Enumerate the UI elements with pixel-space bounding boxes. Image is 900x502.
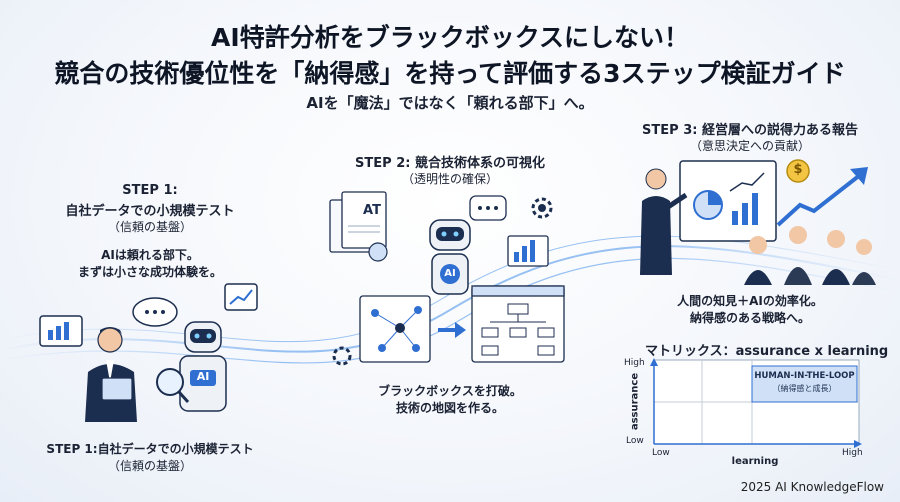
speech-bubble-icon [469, 195, 507, 221]
main-title-line2: 競合の技術優位性を「納得感」を持って評価する3ステップ検証ガイド [54, 59, 846, 88]
ai-robot-figure [156, 321, 227, 412]
arrow-up-icon [650, 358, 658, 366]
bar-chart-bubble-icon [39, 315, 83, 347]
tree-diagram-window [471, 285, 565, 363]
coin-symbol: $ [793, 162, 803, 177]
step2-text1: ブラックボックスを打破。 [378, 384, 522, 398]
subtitle: AIを「魔法」ではなく「頼れる部下」へ。 [306, 94, 594, 112]
magnifier-icon [156, 368, 184, 396]
step2-text2: 技術の地図を作る。 [395, 401, 504, 415]
step1-robot-badge: AI [196, 370, 210, 383]
matrix-grid [650, 358, 862, 448]
seal-icon [368, 242, 388, 262]
presenter-figure [640, 168, 688, 275]
businessman-figure [85, 327, 137, 422]
gear-icon [332, 346, 352, 366]
bar-chart-icon [507, 235, 549, 267]
step3-text2: 納得感のある戦略へ。 [689, 311, 810, 325]
step3-text1: 人間の知見＋AIの効率化。 [677, 294, 823, 308]
arrow-right-icon [854, 440, 862, 448]
matrix-x-high: High [842, 448, 863, 458]
matrix-highlight-label: HUMAN-IN-THE-LOOP [754, 371, 855, 381]
step1-text2: まずは小さな成功体験を。 [77, 265, 222, 279]
presentation-screen [679, 160, 777, 242]
step2-illustration [329, 191, 565, 366]
doc-label: AT [363, 203, 381, 218]
arrow-right-icon [438, 322, 466, 338]
step2-robot-badge: AI [444, 268, 456, 279]
audience-figures [744, 226, 876, 285]
patent-documents-icon [329, 191, 388, 262]
step1-bottom-sub: （信頼の基盤） [107, 459, 192, 473]
main-title-line1: AI特許分析をブラックボックスにしない！ [211, 23, 689, 52]
step3-sub: （意思決定への貢献） [689, 139, 810, 153]
matrix-y-low: Low [626, 436, 644, 446]
step1-illustration [39, 283, 258, 422]
matrix-x-label: learning [731, 456, 779, 467]
speech-bubble-icon [132, 297, 178, 327]
matrix-x-low: Low [652, 448, 670, 458]
matrix-y-label: assurance [629, 372, 641, 431]
matrix-title: マトリックス：assurance x learning [645, 344, 889, 359]
step1-bottom-title: STEP 1:自社データでの小規模テスト [46, 442, 254, 456]
gear-icon [531, 197, 553, 219]
step1-sub: （信頼の基盤） [107, 220, 192, 234]
growth-arrow-icon [776, 167, 868, 227]
step3-illustration [640, 159, 876, 285]
matrix-highlight-sub: （納得感と成長） [772, 384, 837, 393]
footer-credit: 2025 AI KnowledgeFlow [740, 480, 884, 494]
ai-robot-figure [429, 219, 471, 295]
step1-title: STEP 1: [122, 183, 178, 198]
step2-sub: （透明性の確保） [401, 172, 498, 186]
line-chart-bubble-icon [224, 283, 258, 311]
human-in-the-loop-cell [751, 365, 858, 403]
step2-title: STEP 2: 競合技術体系の可視化 [355, 156, 545, 171]
step1-name: 自社データでの小規模テスト [65, 204, 235, 219]
network-graph-panel [359, 295, 431, 363]
step1-text1: AIは頼れる部下。 [101, 248, 199, 262]
step3-title: STEP 3: 経営層への説得力ある報告 [642, 123, 858, 138]
coin-icon [786, 159, 810, 183]
matrix-y-high: High [624, 358, 645, 368]
